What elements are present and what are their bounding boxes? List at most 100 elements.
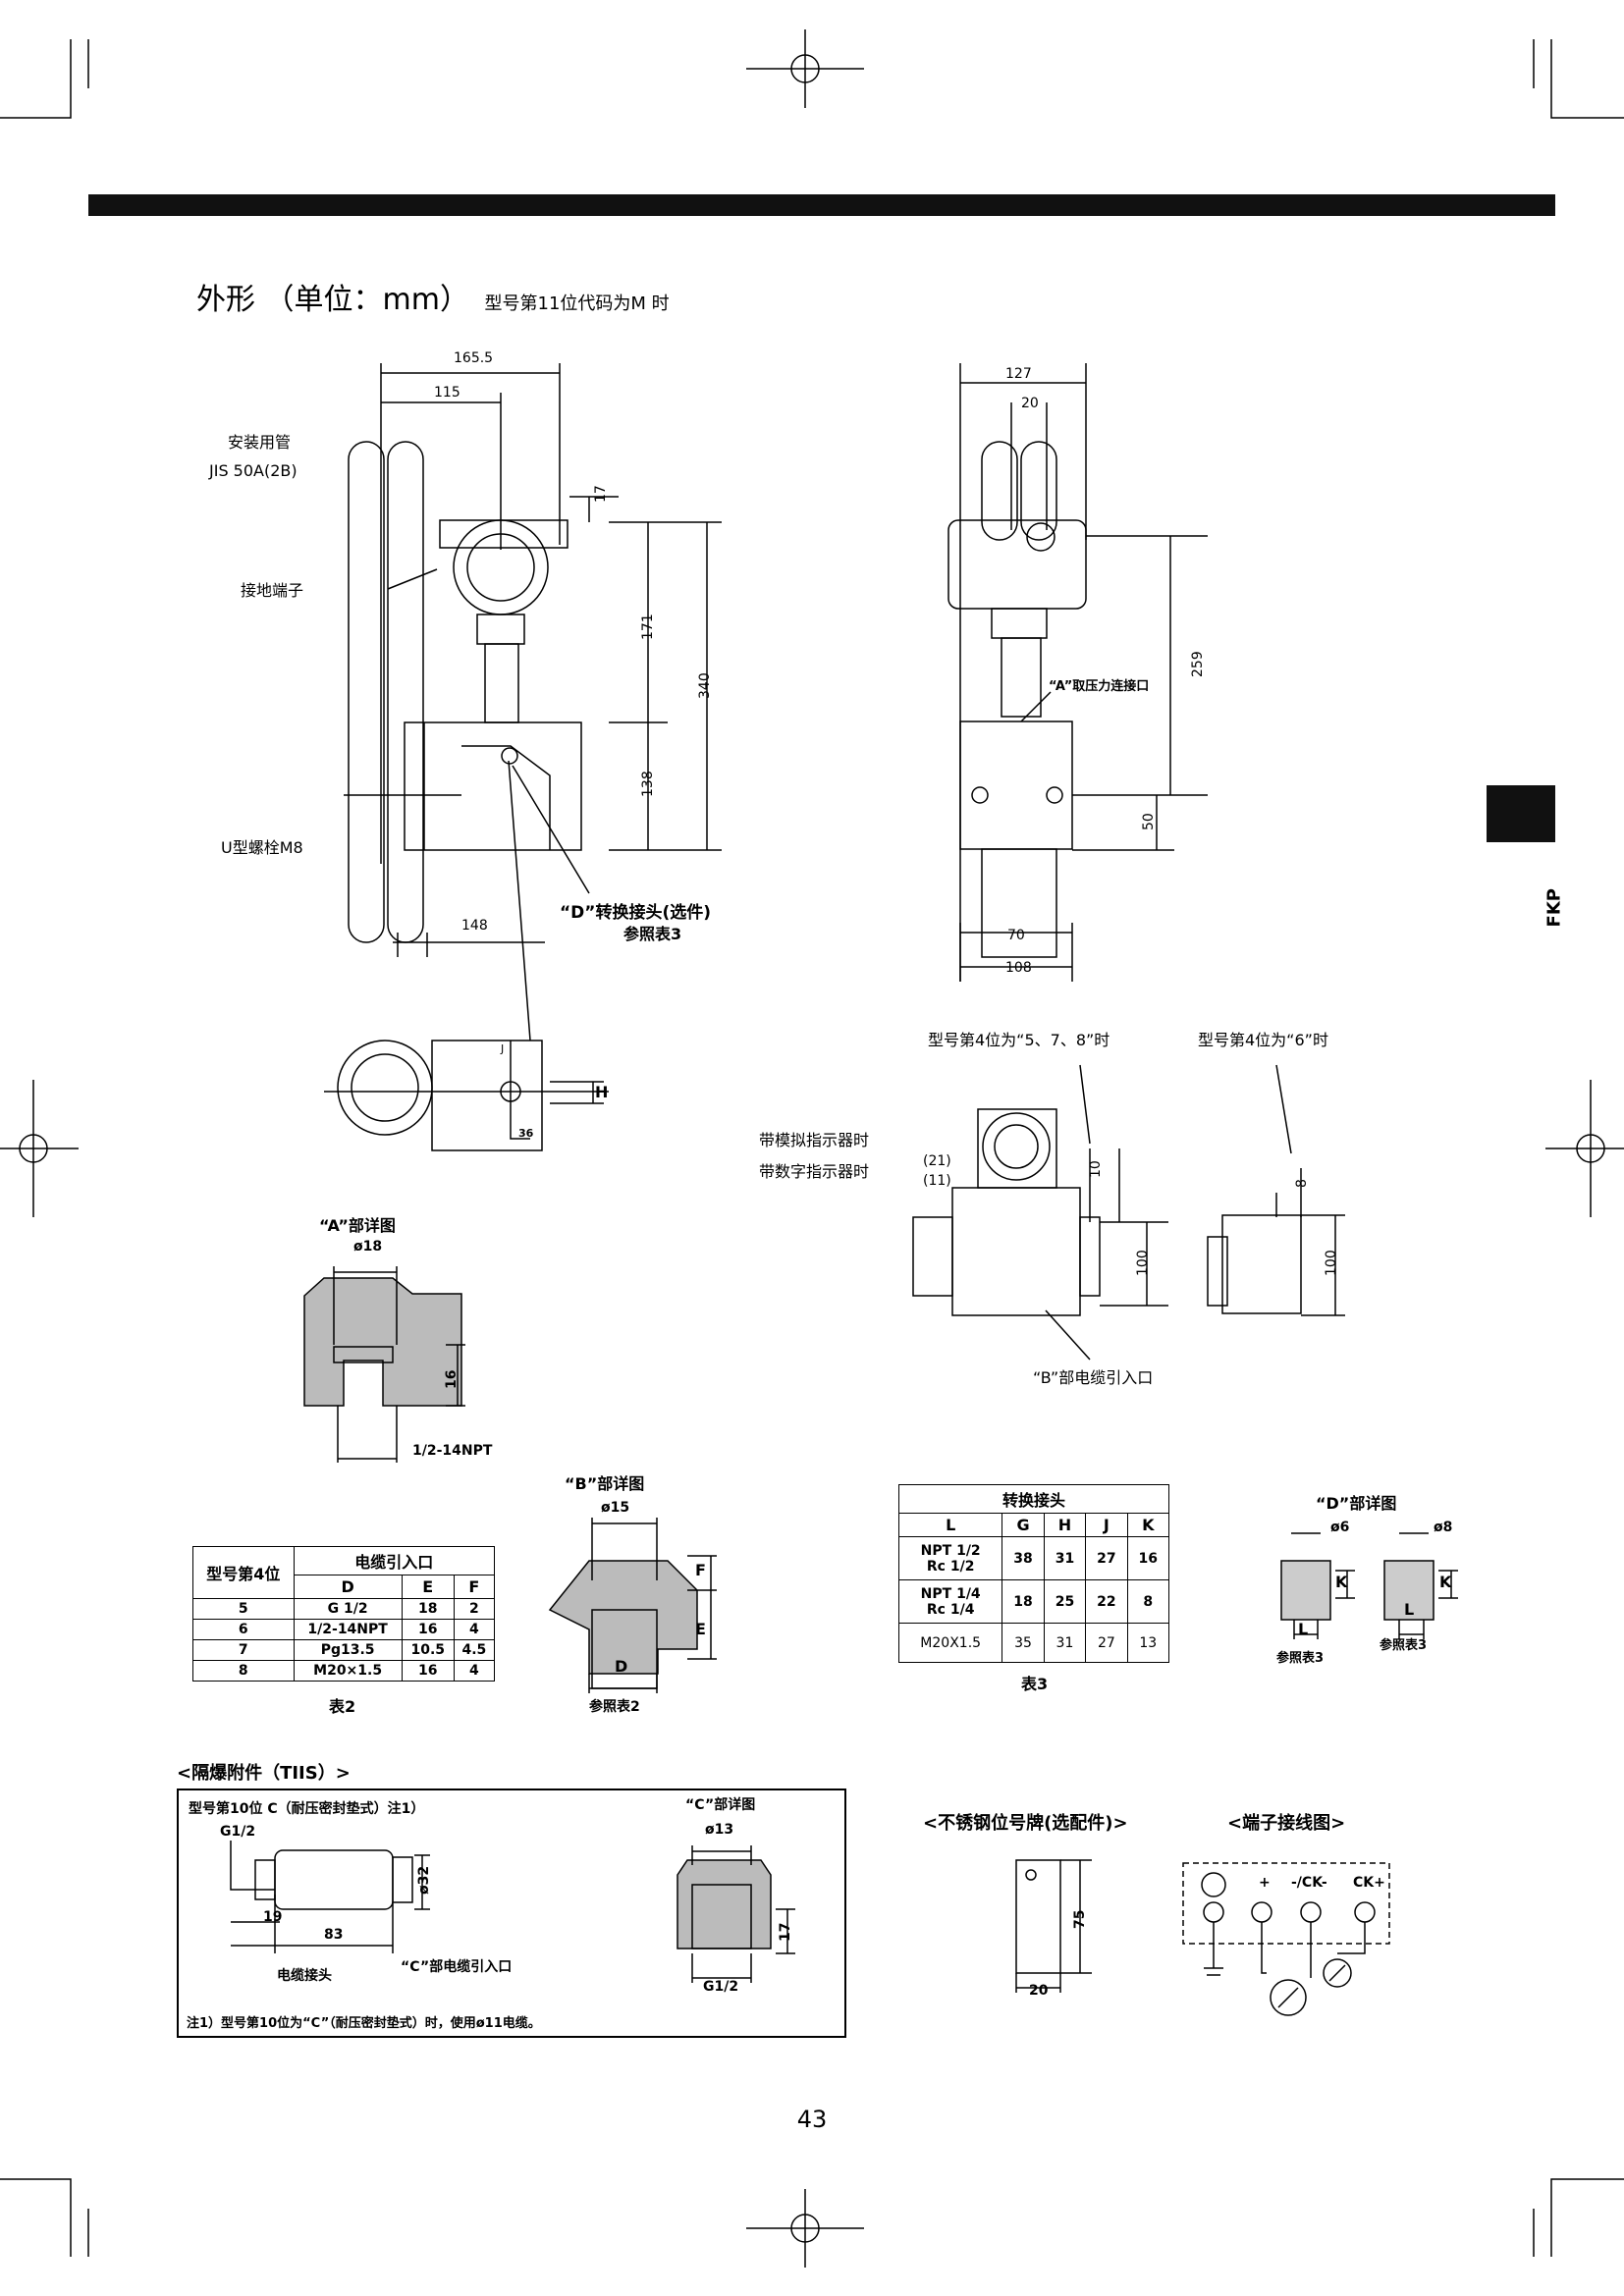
dim-21: (21) bbox=[923, 1153, 951, 1169]
dim-148: 148 bbox=[461, 918, 488, 934]
table2-caption: 表2 bbox=[329, 1697, 356, 1716]
dim-259: 259 bbox=[1190, 651, 1206, 677]
indicator-views-drawing bbox=[912, 1064, 1345, 1361]
detail-d-ref2: 参照表3 bbox=[1380, 1638, 1428, 1653]
tiis-d19: 19 bbox=[263, 1909, 283, 1925]
top-view-drawing bbox=[324, 1040, 609, 1151]
tiis-g12: G1/2 bbox=[220, 1824, 256, 1840]
detail-d-l2: L bbox=[1404, 1600, 1415, 1619]
dim-36: 36 bbox=[518, 1127, 534, 1140]
detail-d-ref1: 参照表3 bbox=[1276, 1651, 1325, 1666]
detail-b-d: D bbox=[615, 1657, 628, 1676]
table2-col-model: 型号第4位 bbox=[192, 1546, 295, 1599]
nameplate-d75: 75 bbox=[1072, 1909, 1088, 1929]
detail-d-title: “D”部详图 bbox=[1316, 1494, 1397, 1513]
dim-70: 70 bbox=[1007, 928, 1025, 943]
front-view-drawing bbox=[344, 363, 722, 1041]
adapter-label: “D”转换接头(选件) bbox=[560, 903, 711, 923]
dim-100-b: 100 bbox=[1324, 1250, 1339, 1276]
detail-b-ref: 参照表2 bbox=[589, 1699, 640, 1715]
header-bar bbox=[88, 194, 1555, 216]
tiis-drawing bbox=[230, 1841, 795, 1983]
dim-100-a: 100 bbox=[1135, 1250, 1151, 1276]
tiis-c-g12: G1/2 bbox=[703, 1979, 739, 1995]
table2-col-e: E bbox=[401, 1575, 455, 1599]
tiis-line1: 型号第10位 C（耐压密封垫式）注1） bbox=[189, 1801, 425, 1817]
indicator-label-6: 型号第4位为“6”时 bbox=[1198, 1031, 1328, 1049]
dim-20: 20 bbox=[1021, 396, 1039, 411]
adapter-ref-label: 参照表3 bbox=[623, 925, 682, 943]
side-tab-label: FKP bbox=[1543, 888, 1564, 928]
registration-mark-bottom bbox=[746, 2189, 864, 2268]
detail-b-f: F bbox=[695, 1561, 706, 1579]
table2-col-f: F bbox=[453, 1575, 496, 1599]
detail-a-drawing bbox=[303, 1266, 465, 1463]
dim-h: H bbox=[595, 1083, 609, 1101]
nameplate-d20: 20 bbox=[1029, 1983, 1049, 1999]
dim-j: J bbox=[501, 1042, 505, 1055]
tiis-cable-label: 电缆接头 bbox=[277, 1968, 332, 1984]
detail-d-l1: L bbox=[1298, 1620, 1309, 1638]
tiis-c-entry-label: “C”部电缆引入口 bbox=[401, 1959, 513, 1975]
table3-caption: 表3 bbox=[1021, 1675, 1049, 1693]
detail-d-d6: ø6 bbox=[1330, 1520, 1350, 1535]
tiis-c-d13: ø13 bbox=[705, 1822, 734, 1838]
ubolt-label: U型螺栓M8 bbox=[221, 838, 303, 857]
table2-group: 电缆引入口 bbox=[293, 1546, 496, 1575]
table3-col-j: J bbox=[1085, 1513, 1128, 1537]
a-port-label: “A”取压力连接口 bbox=[1049, 679, 1150, 694]
dim-115: 115 bbox=[434, 385, 460, 400]
detail-a-d16: 16 bbox=[444, 1369, 460, 1389]
dim-138: 138 bbox=[640, 771, 656, 797]
detail-d-k2: K bbox=[1439, 1573, 1452, 1591]
terminal-drawing bbox=[1182, 1862, 1390, 2016]
b-entry-label: “B”部电缆引入口 bbox=[1033, 1368, 1154, 1387]
indicator-label-578: 型号第4位为“5、7、8”时 bbox=[928, 1031, 1110, 1049]
analog-indicator-label: 带模拟指示器时 bbox=[759, 1131, 870, 1149]
detail-d-k1: K bbox=[1335, 1573, 1348, 1591]
heading-subtitle: 型号第11位代码为M 时 bbox=[484, 294, 670, 314]
ground-terminal-label: 接地端子 bbox=[241, 581, 304, 600]
side-view-drawing bbox=[947, 363, 1208, 982]
digital-indicator-label: 带数字指示器时 bbox=[759, 1162, 870, 1181]
page-number: 43 bbox=[796, 2106, 828, 2133]
tiis-title: <隔爆附件（TIIS）> bbox=[177, 1763, 351, 1784]
detail-b-title: “B”部详图 bbox=[565, 1474, 645, 1493]
detail-b-d15: ø15 bbox=[601, 1500, 630, 1516]
dim-17: 17 bbox=[593, 485, 609, 503]
terminal-ck-plus: CK+ bbox=[1353, 1875, 1385, 1891]
detail-a-title: “A”部详图 bbox=[319, 1216, 396, 1235]
table3-col-l: L bbox=[897, 1513, 1003, 1537]
detail-b-drawing bbox=[548, 1518, 717, 1693]
pipe-label: 安装用管 bbox=[228, 433, 292, 452]
dim-50: 50 bbox=[1141, 813, 1157, 830]
registration-mark-right bbox=[1545, 1080, 1624, 1217]
dim-171: 171 bbox=[640, 614, 656, 640]
detail-d-drawing bbox=[1280, 1532, 1458, 1639]
registration-mark-left bbox=[0, 1080, 79, 1217]
tiis-c-17: 17 bbox=[778, 1922, 793, 1942]
table3-col-h: H bbox=[1043, 1513, 1087, 1537]
tiis-c-title: “C”部详图 bbox=[685, 1797, 756, 1813]
dim-11: (11) bbox=[923, 1173, 951, 1189]
page-title: 外形 （单位：mm） 型号第11位代码为M 时 bbox=[196, 275, 670, 318]
nameplate-title: <不锈钢位号牌(选配件)> bbox=[923, 1813, 1128, 1834]
heading-title: 外形 （单位：mm） bbox=[196, 283, 469, 317]
table3-col-g: G bbox=[1001, 1513, 1045, 1537]
dim-127: 127 bbox=[1005, 366, 1032, 382]
tiis-note: 注1）型号第10位为“C”（耐压密封垫式）时，使用ø11电缆。 bbox=[187, 2016, 541, 2031]
dim-165-5: 165.5 bbox=[454, 350, 494, 366]
pipe-spec-label: JIS 50A(2B) bbox=[209, 461, 298, 480]
table3-col-k: K bbox=[1126, 1513, 1170, 1537]
dim-340: 340 bbox=[697, 672, 713, 699]
registration-mark-top bbox=[746, 29, 864, 108]
terminal-ck-minus: -/CK- bbox=[1291, 1875, 1327, 1891]
